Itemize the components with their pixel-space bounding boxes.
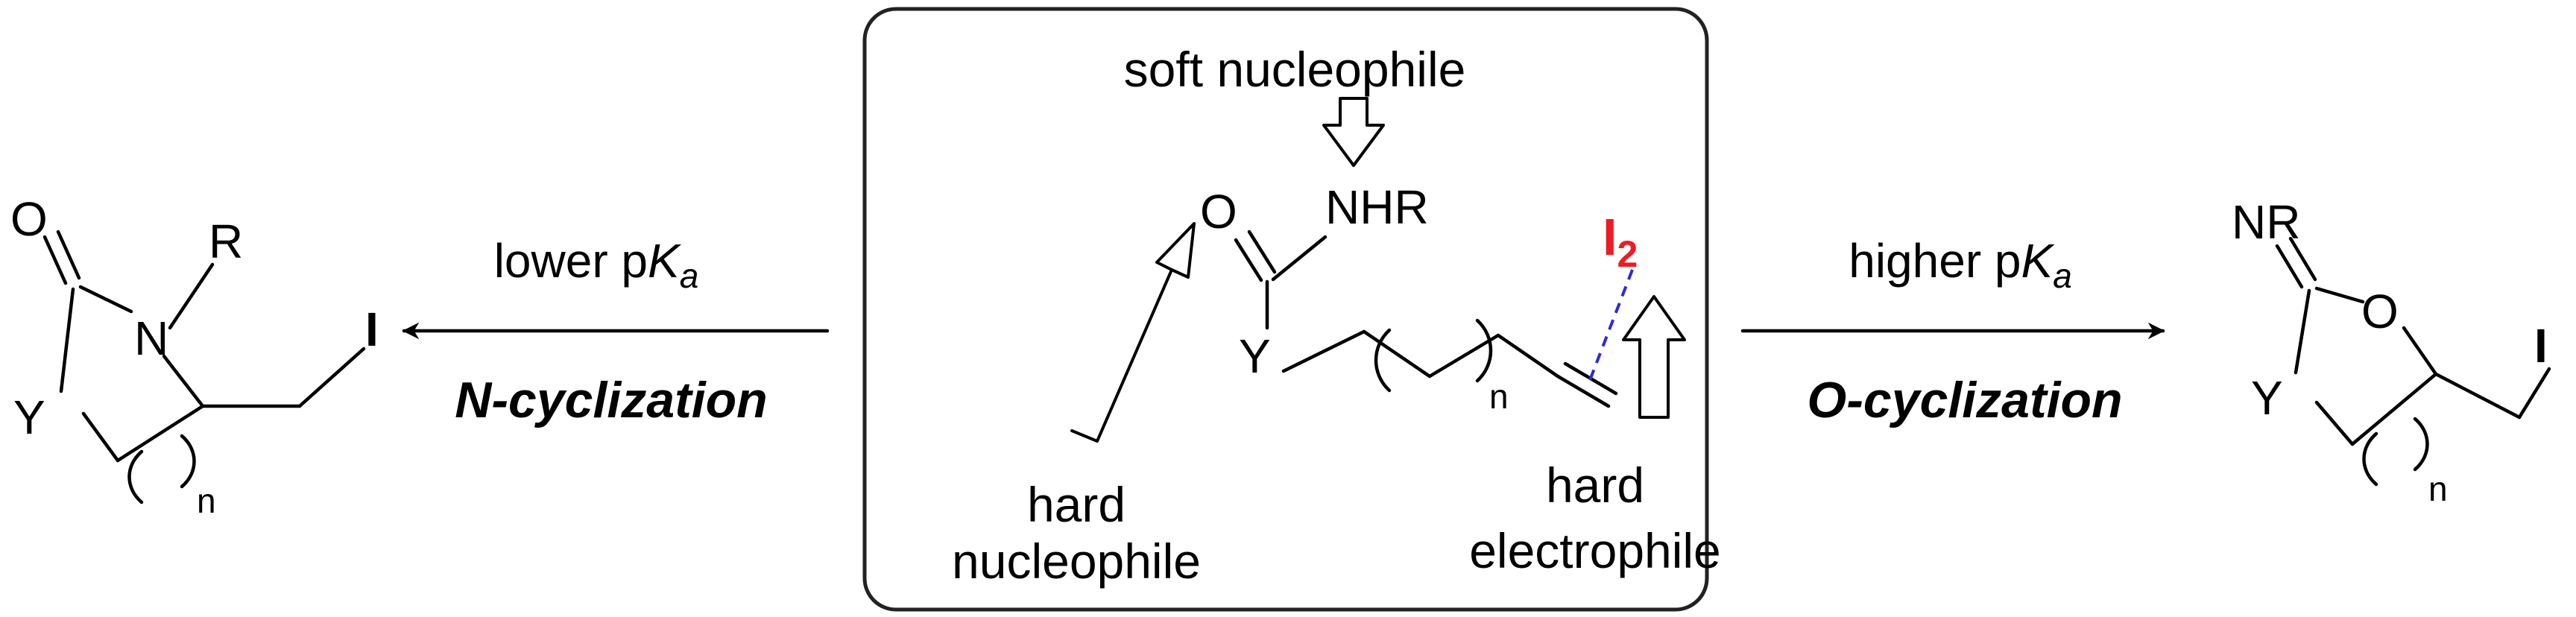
iodine-alkene-interaction xyxy=(1586,269,1634,387)
left-product-oxygen-label: O xyxy=(10,192,48,246)
right-product-oxygen-label: O xyxy=(2361,285,2399,338)
right-product-bonds xyxy=(2275,236,2551,487)
right-product-imine-nr-label: NR xyxy=(2232,195,2300,249)
right-product-y-label: Y xyxy=(2251,371,2283,425)
right-product-iodine-label: I xyxy=(2534,319,2548,373)
soft-nucleophile-label: soft nucleophile xyxy=(1124,42,1466,97)
hard-electrophile-label-line2: electrophile xyxy=(1469,523,1721,578)
left-product-r-group-label: R xyxy=(209,215,243,268)
right-reaction-arrow-group: higher pKa O-cyclization xyxy=(1740,234,2165,428)
hard-nucleophile-label-line2: nucleophile xyxy=(952,534,1201,589)
left-product-nitrogen-label: N xyxy=(134,311,168,365)
right-product-structure: NR O Y I n xyxy=(2232,195,2551,508)
substrate-repeat-subscript: n xyxy=(1489,377,1509,416)
substrate-bonds xyxy=(1234,230,1618,408)
hard-electrophile-arrow xyxy=(1622,295,1686,419)
substrate-panel-border xyxy=(862,7,1709,612)
n-cyclization-label: N-cyclization xyxy=(455,372,767,428)
hard-nucleophile-arrow xyxy=(1070,222,1196,443)
substrate-oxygen-label: O xyxy=(1200,185,1237,238)
substrate-y-label: Y xyxy=(1239,329,1271,383)
left-condition-label: lower pKa xyxy=(494,234,699,295)
left-product-structure: O N R Y I n xyxy=(10,192,379,520)
left-product-repeat-subscript: n xyxy=(197,481,216,520)
soft-nucleophile-arrow xyxy=(1322,97,1385,167)
left-product-iodine-label: I xyxy=(365,303,379,356)
hard-nucleophile-label-line1: hard xyxy=(1027,477,1126,532)
right-condition-label: higher pKa xyxy=(1849,234,2072,295)
iodine-reagent-label: I2 xyxy=(1603,208,1638,275)
o-cyclization-label: O-cyclization xyxy=(1807,372,2122,428)
substrate-panel: soft nucleophile O NHR Y n xyxy=(862,7,1721,612)
left-reaction-arrow-group: lower pKa N-cyclization xyxy=(402,234,830,428)
right-product-repeat-subscript: n xyxy=(2428,469,2448,508)
left-product-y-label: Y xyxy=(13,390,45,444)
hard-electrophile-label-line1: hard xyxy=(1546,458,1644,513)
substrate-nhr-label: NHR xyxy=(1325,180,1429,234)
left-product-bonds xyxy=(42,230,366,504)
